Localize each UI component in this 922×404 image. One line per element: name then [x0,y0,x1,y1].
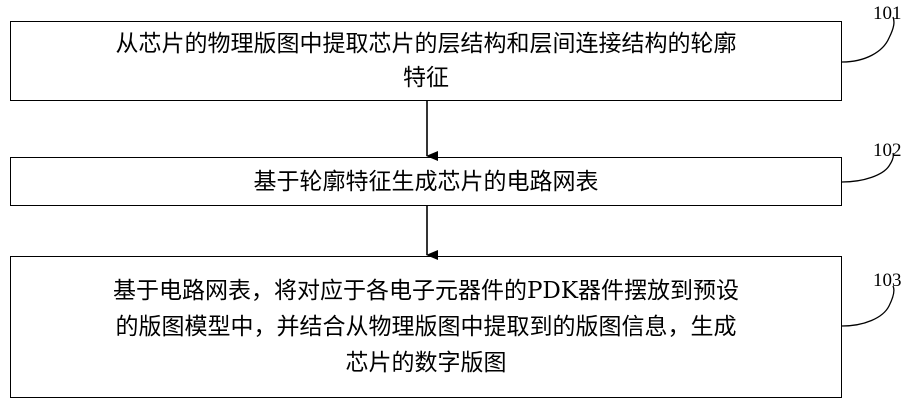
step-102-text: 基于轮廓特征生成芯片的电路网表 [254,165,599,199]
step-101-line-1: 从芯片的物理版图中提取芯片的层结构和层间连接结构的轮廓 [115,31,737,57]
step-101-line-2: 特征 [403,65,449,91]
leader-line-102 [841,152,895,183]
step-102-line-1: 基于轮廓特征生成芯片的电路网表 [253,168,599,195]
step-103-ref-label: 103 [873,270,902,291]
step-102-ref-label: 102 [873,140,902,161]
step-103-text: 基于电路网表，将对应于各电子元器件的PDK器件摆放到预设 的版图模型中，并结合从… [113,273,739,381]
leader-line-103 [841,285,895,327]
step-103-line-1: 基于电路网表，将对应于各电子元器件的PDK器件摆放到预设 [112,278,740,304]
step-103-line-3: 芯片的数字版图 [345,350,507,376]
step-101-ref-label: 101 [873,3,902,24]
step-103-line-2: 的版图模型中，并结合从物理版图中提取到的版图信息，生成 [115,314,737,340]
step-101-text: 从芯片的物理版图中提取芯片的层结构和层间连接结构的轮廓 特征 [116,27,737,95]
step-103-box: 基于电路网表，将对应于各电子元器件的PDK器件摆放到预设 的版图模型中，并结合从… [10,256,842,398]
step-101-box: 从芯片的物理版图中提取芯片的层结构和层间连接结构的轮廓 特征 [10,21,842,101]
leader-line-101 [841,16,895,63]
